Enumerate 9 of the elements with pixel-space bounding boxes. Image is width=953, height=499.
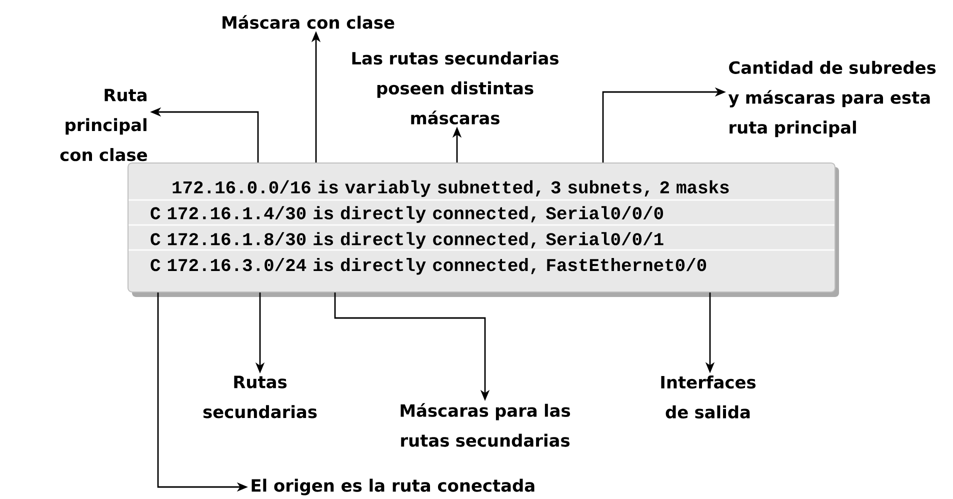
callout-text: Máscaras para las rutas secundarias	[400, 403, 570, 447]
callout-text: Ruta principal con clase	[60, 88, 147, 162]
callout-text: El origen es la ruta conectada	[252, 478, 534, 496]
callout-text: Rutas secundarias	[203, 376, 317, 418]
callout-text: Cantidad de subredes y máscaras para esta ruta principal	[728, 60, 936, 138]
callout-text: Máscara con clase	[222, 15, 394, 29]
routing-table-box: 172.16.0.0/16 is variably subnetted, 3 subnets, 2 masks C 172.16.1.4/30 is directly connected, Serial0/0/0 C 172.16.1.8/30 is directly connected, Serial0/0/1 C 172.16.3.0/24 is directly connected, FastEthernet0/0	[128, 162, 839, 297]
callout-text: Interfaces de salida	[661, 375, 756, 418]
callout-text: Las rutas secundarias poseen distintas máscaras	[352, 52, 558, 124]
